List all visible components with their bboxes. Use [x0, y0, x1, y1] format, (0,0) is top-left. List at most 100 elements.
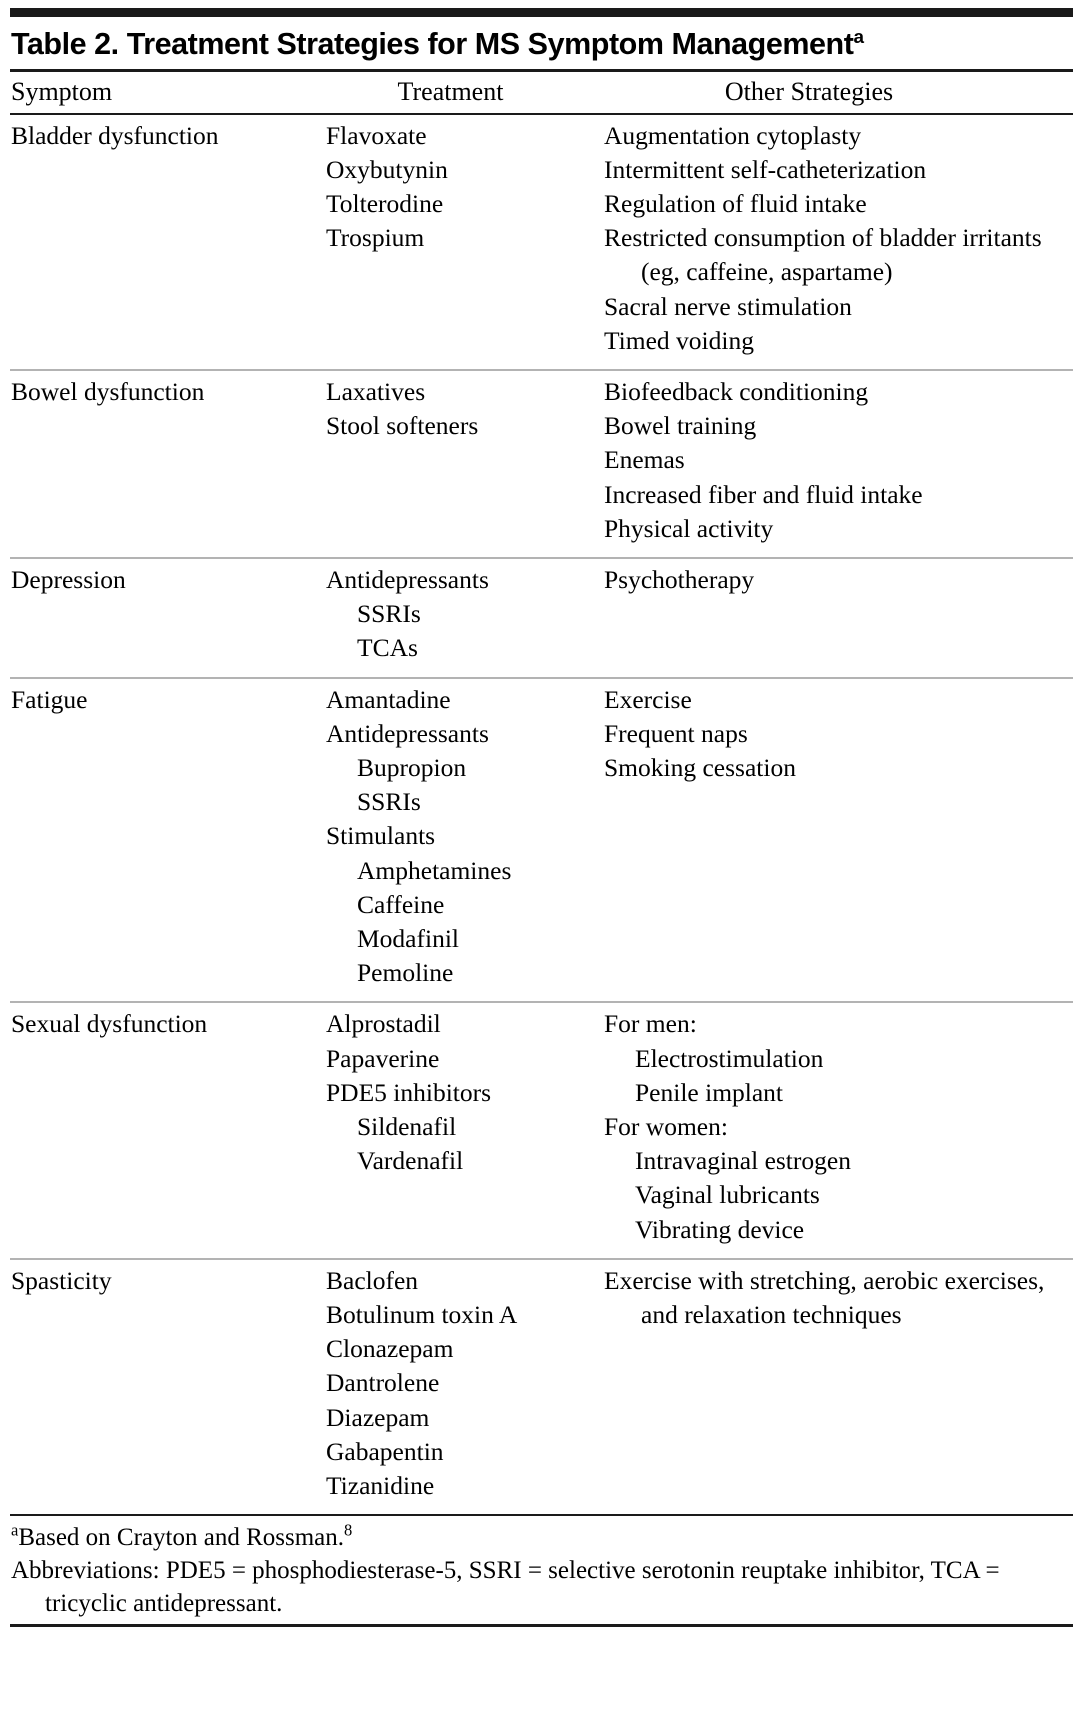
treatment-item: Oxybutynin — [326, 154, 448, 184]
treatment-item: Trospium — [326, 223, 425, 253]
treatment-item: TCAs — [357, 633, 418, 663]
column-header-treatment: Treatment — [318, 71, 597, 115]
treatment-item: Baclofen — [326, 1265, 419, 1295]
other-strategy-item: Exercise with stretching, aerobic exerci… — [604, 1265, 1045, 1329]
symptom-label: Sexual dysfunction — [11, 1009, 208, 1039]
treatment-item: Antidepressants — [326, 718, 489, 748]
treatment-strategies-table: Symptom Treatment Other Strategies Bladd… — [10, 71, 1073, 1517]
treatment-item: Stool softeners — [326, 411, 479, 441]
other-strategy-item: Vaginal lubricants — [635, 1180, 820, 1210]
treatment-item: Botulinum toxin A — [326, 1300, 518, 1329]
other-strategy-item: Restricted consumption of bladder irrita… — [604, 223, 1042, 287]
other-strategy-item: Bowel training — [604, 411, 757, 441]
treatment-item: Clonazepam — [326, 1334, 454, 1364]
footnote-source: aBased on Crayton and Rossman.8 — [11, 1521, 1073, 1554]
symptom-label: Fatigue — [11, 684, 88, 714]
cell-other-strategies: Exercise with stretching, aerobic exerci… — [597, 1258, 1073, 1517]
cell-symptom: Sexual dysfunction — [10, 1002, 318, 1260]
treatment-item: PDE5 inhibitors — [326, 1077, 492, 1107]
treatment-item: Amantadine — [326, 684, 451, 714]
treatment-item: SSRIs — [357, 599, 421, 629]
treatment-item: Diazepam — [326, 1402, 430, 1432]
other-strategy-item: Intravaginal estrogen — [635, 1146, 851, 1176]
treatment-item: SSRIs — [357, 787, 421, 817]
treatment-item: Tizanidine — [326, 1471, 435, 1501]
cell-symptom: Fatigue — [10, 677, 318, 1004]
other-strategy-item: Augmentation cytoplasty — [604, 120, 862, 150]
table-title-footnote-marker: a — [853, 26, 864, 48]
treatment-item: Modafinil — [357, 923, 459, 953]
other-strategy-item: Electrostimulation — [635, 1043, 824, 1073]
footnote-source-text: Based on Crayton and Rossman. — [18, 1524, 344, 1552]
treatment-item: Antidepressants — [326, 564, 489, 594]
other-strategy-item: Vibrating device — [635, 1214, 805, 1244]
table-title-rule — [10, 69, 1073, 72]
table-footnotes: aBased on Crayton and Rossman.8 Abbrevia… — [10, 1516, 1073, 1620]
other-strategy-item: Enemas — [604, 445, 685, 475]
table-title: Table 2. Treatment Strategies for MS Sym… — [10, 17, 1073, 69]
cell-symptom: Depression — [10, 557, 318, 679]
other-strategy-item: Exercise — [604, 684, 692, 714]
treatment-item: Caffeine — [357, 889, 445, 919]
treatment-item: Laxatives — [326, 376, 426, 406]
footnote-source-reference: 8 — [344, 1520, 353, 1540]
other-strategy-item: Physical activity — [604, 513, 774, 543]
treatment-item: Papaverine — [326, 1043, 440, 1073]
footnote-abbreviations: Abbreviations: PDE5 = phosphodiesterase-… — [11, 1557, 1000, 1618]
footnote-source-marker: a — [11, 1520, 19, 1540]
column-header-other-strategies: Other Strategies — [597, 71, 1073, 115]
treatment-item: Sildenafil — [357, 1111, 457, 1141]
table-title-text: Table 2. Treatment Strategies for MS Sym… — [11, 27, 854, 61]
treatment-item: Bupropion — [357, 752, 467, 782]
table-container: Table 2. Treatment Strategies for MS Sym… — [10, 8, 1073, 1627]
other-strategy-item: Biofeedback conditioning — [604, 376, 869, 406]
other-strategy-item: Smoking cessation — [604, 752, 796, 782]
other-strategy-item: Penile implant — [635, 1077, 784, 1107]
treatment-item: Amphetamines — [357, 855, 512, 885]
treatment-item: Tolterodine — [326, 188, 444, 218]
symptom-label: Bladder dysfunction — [11, 120, 219, 150]
symptom-label: Bowel dysfunction — [11, 376, 205, 406]
treatment-item: Pemoline — [357, 958, 454, 988]
other-strategy-item: Psychotherapy — [604, 564, 755, 594]
other-strategy-item: For women: — [604, 1111, 728, 1141]
cell-symptom: Bowel dysfunction — [10, 369, 318, 559]
cell-symptom: Spasticity — [10, 1258, 318, 1517]
treatment-item: Stimulants — [326, 821, 436, 851]
cell-symptom: Bladder dysfunction — [10, 113, 318, 371]
column-header-symptom: Symptom — [10, 71, 318, 115]
symptom-label: Depression — [11, 564, 126, 594]
symptom-label: Spasticity — [11, 1265, 112, 1295]
treatment-item: Alprostadil — [326, 1009, 441, 1039]
treatment-item: Gabapentin — [326, 1436, 444, 1466]
table-top-rule — [10, 8, 1073, 17]
treatment-item: Flavoxate — [326, 120, 427, 150]
table-header: Symptom Treatment Other Strategies — [10, 71, 1073, 115]
other-strategy-item: Timed voiding — [604, 325, 754, 355]
cell-other-strategies: Psychotherapy — [597, 557, 1073, 679]
other-strategy-item: Regulation of fluid intake — [604, 188, 867, 218]
treatment-item: Vardenafil — [357, 1146, 464, 1176]
other-strategy-item: Intermittent self-catheterization — [604, 154, 927, 184]
other-strategy-item: Sacral nerve stimulation — [604, 291, 852, 321]
other-strategy-item: Frequent naps — [604, 718, 748, 748]
table-bottom-rule — [10, 1624, 1073, 1627]
treatment-item: Dantrolene — [326, 1368, 440, 1398]
other-strategy-item: For men: — [604, 1009, 697, 1039]
